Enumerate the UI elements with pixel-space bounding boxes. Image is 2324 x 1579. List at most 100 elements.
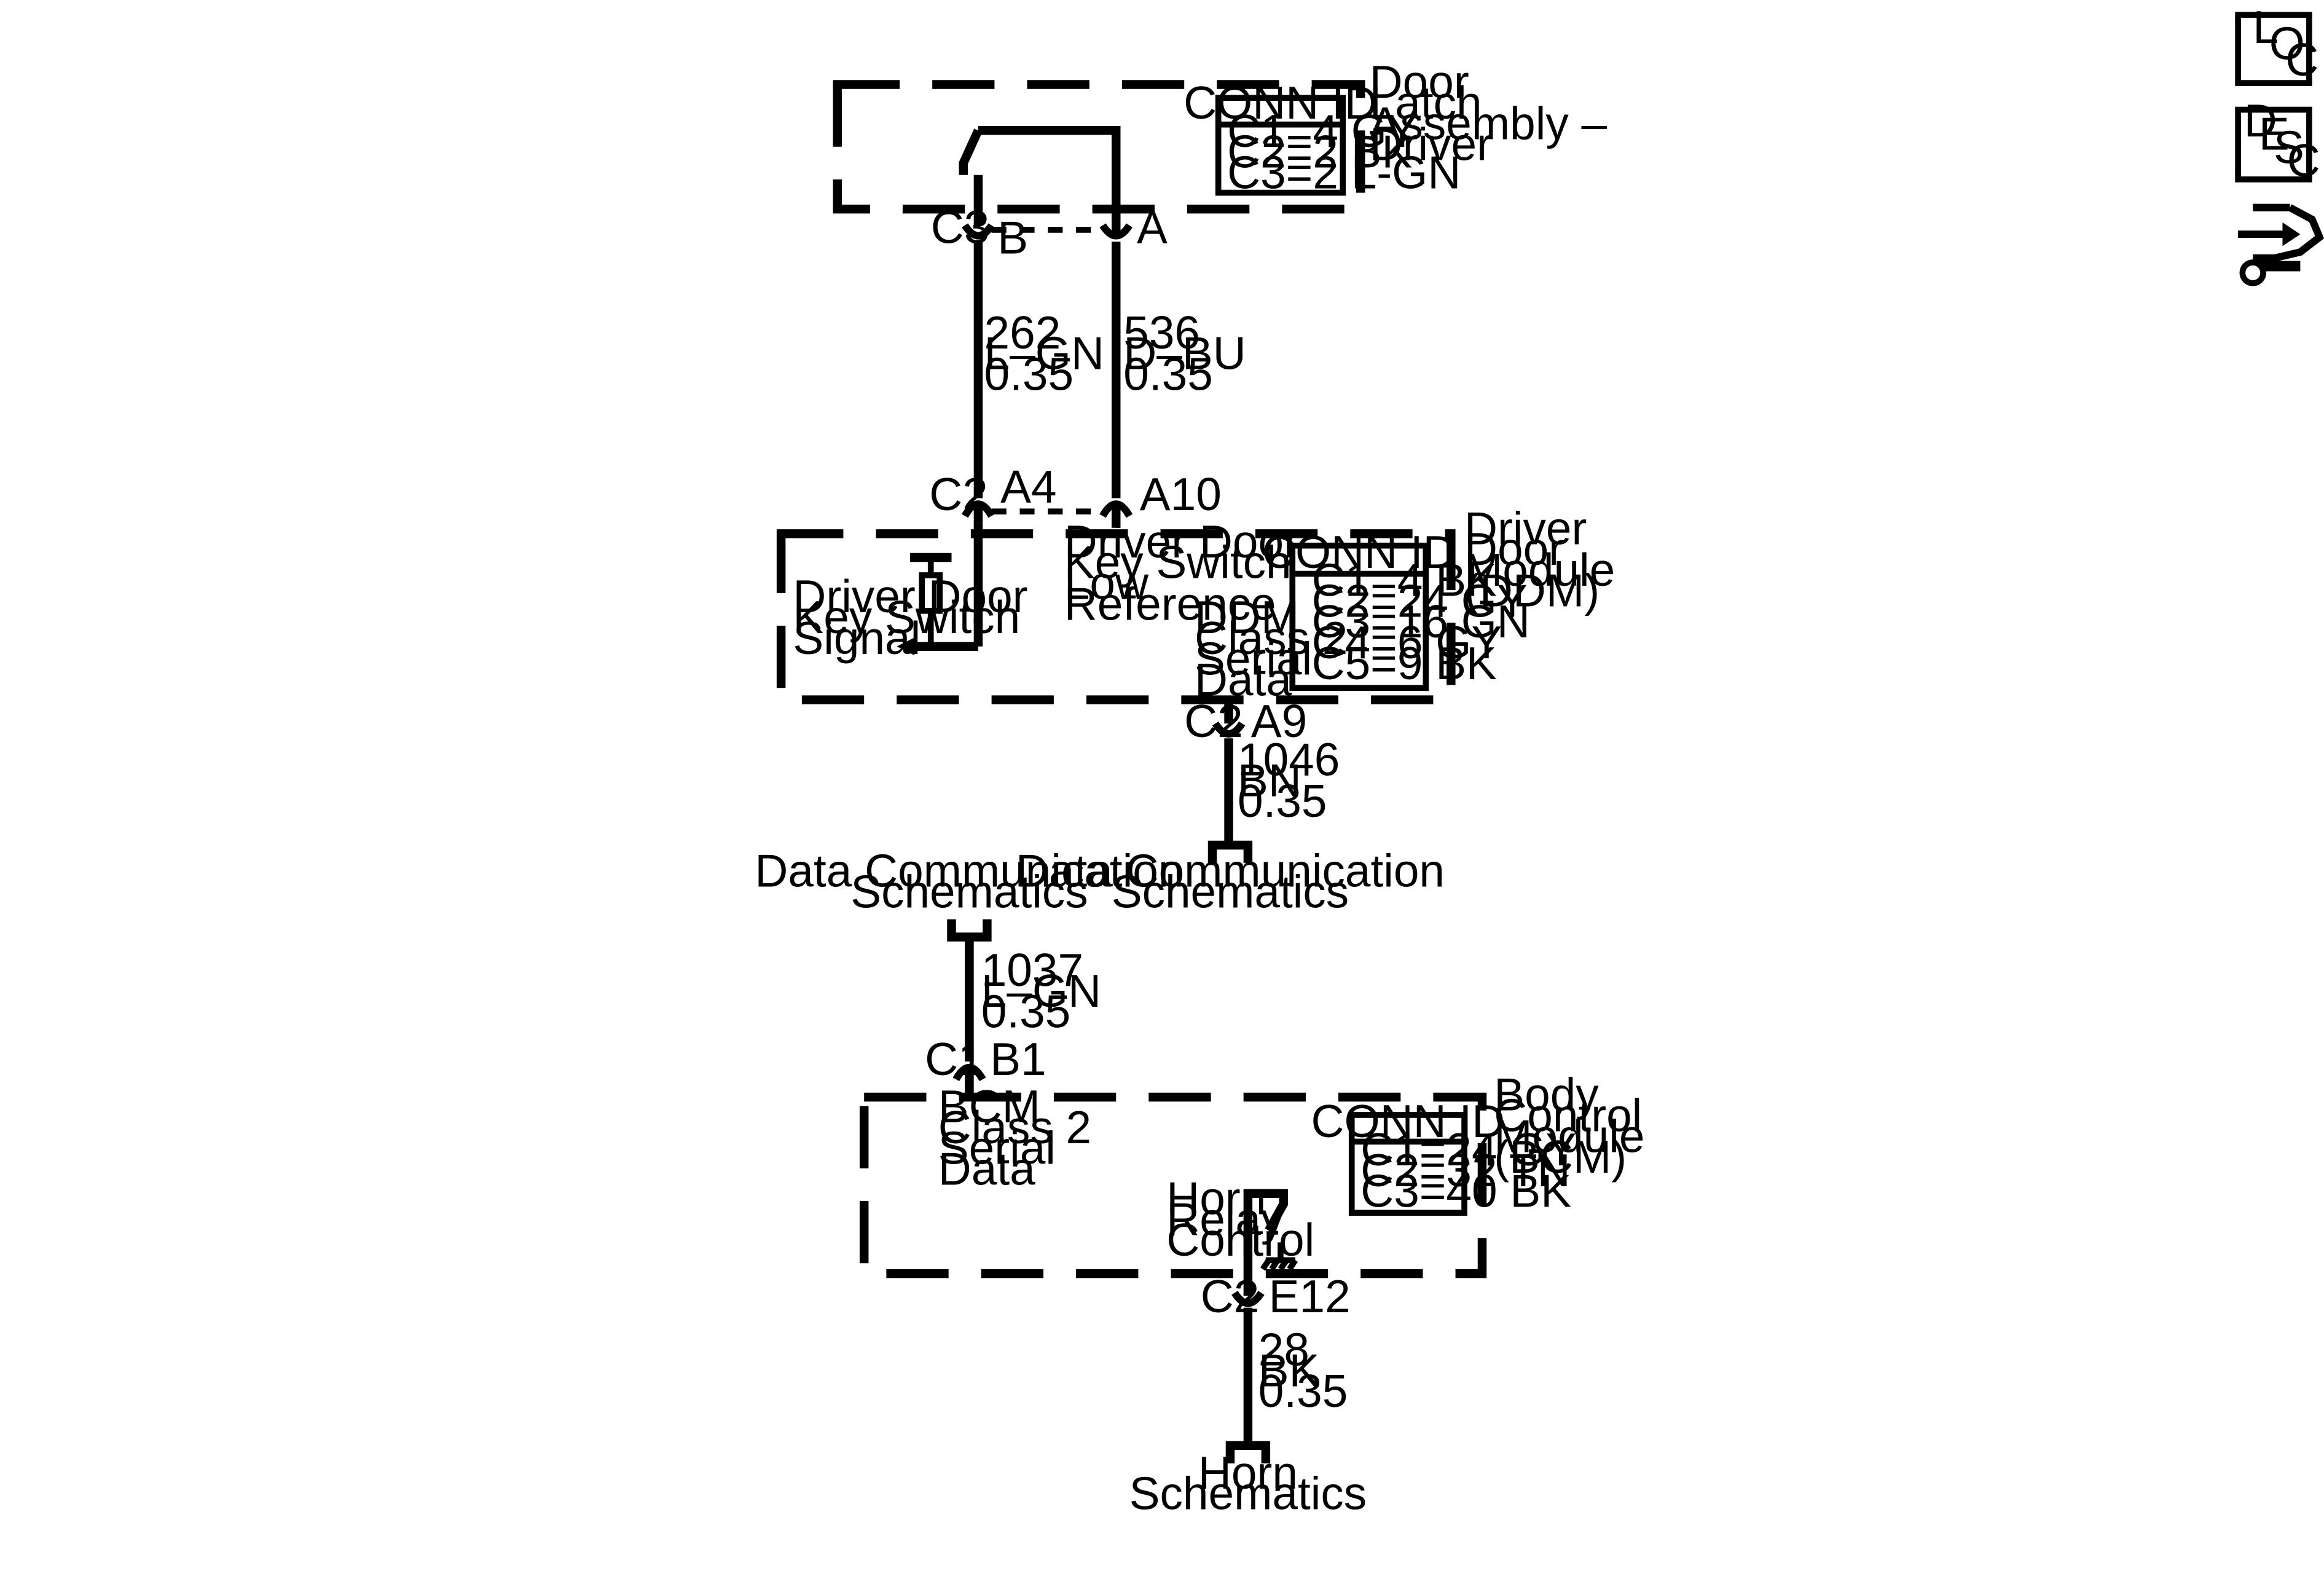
svg-text:Relay: Relay	[1166, 1193, 1284, 1245]
svg-text:Driver: Driver	[1464, 502, 1587, 554]
svg-text:D: D	[2244, 95, 2277, 146]
svg-text:D–BU: D–BU	[1123, 328, 1246, 379]
driver-door-module: Driver Door Key Switch Signal Driver Doo…	[776, 502, 1615, 705]
svg-text:O: O	[2269, 17, 2305, 69]
svg-text:BCM: BCM	[938, 1081, 1040, 1132]
svg-text:E: E	[2259, 108, 2290, 160]
conn-id-title: CONN ID	[1184, 77, 1378, 128]
svg-text:L: L	[2253, 1, 2279, 53]
conn-id-row: C4=6 GY	[1312, 616, 1502, 668]
svg-text:1037: 1037	[981, 944, 1083, 996]
svg-text:Latch: Latch	[1370, 77, 1482, 128]
conn-id-row: C3=2 L-GN	[1227, 146, 1461, 198]
horn-schematics-reference[interactable]: Horn Schematics	[1129, 1441, 1367, 1519]
pin-b	[962, 223, 995, 240]
wire-262: 262 L–GN 0.35	[973, 242, 1104, 498]
svg-text:C: C	[2285, 34, 2318, 85]
wire-1046: 1046 BN 0.35	[1224, 734, 1340, 845]
svg-text:Low: Low	[1064, 557, 1149, 609]
desc-button[interactable]: D E S C	[2235, 95, 2320, 186]
svg-text:536: 536	[1123, 307, 1200, 358]
bcm-connector-c2: C2 E12	[1201, 1270, 1351, 1322]
svg-text:L–GN: L–GN	[984, 328, 1104, 379]
svg-text:Horn: Horn	[1198, 1447, 1298, 1498]
pin-b1	[952, 1063, 986, 1082]
connector-label: C2	[929, 468, 988, 520]
conn-id-row: C3=40 BK	[1360, 1165, 1571, 1217]
svg-text:0.35: 0.35	[1123, 348, 1213, 400]
data-communication-reference-left[interactable]: Data Communication Schematics	[755, 845, 1184, 942]
loc-icon	[2235, 12, 2312, 86]
svg-text:1046: 1046	[1238, 734, 1340, 786]
desc-icon	[2235, 106, 2312, 183]
svg-text:28: 28	[1258, 1324, 1309, 1376]
door-latch-name: Door Latch Assembly – Driver	[1370, 56, 1608, 170]
connector-label: C2	[1184, 695, 1243, 747]
bcm-boundary	[859, 1092, 1487, 1278]
conn-id-title: CONN ID	[1262, 526, 1456, 578]
latch-connector-c3: C3 B A	[931, 175, 1168, 263]
svg-text:0.35: 0.35	[1258, 1365, 1348, 1417]
conn-id-title: CONN ID	[1311, 1095, 1505, 1147]
svg-text:Data: Data	[1195, 653, 1292, 705]
bcm-name: Body Control Module (BCM)	[1494, 1069, 1644, 1183]
svg-text:Schematics: Schematics	[1129, 1468, 1367, 1519]
pin-label: B	[997, 211, 1028, 263]
svg-text:Key Switch: Key Switch	[1064, 537, 1292, 588]
svg-text:Driver Door: Driver Door	[793, 570, 1027, 622]
pin-a9	[1212, 721, 1246, 738]
pin-label: A	[1137, 202, 1168, 253]
pin-label: A10	[1140, 468, 1222, 520]
connector-label: C1	[925, 1033, 984, 1085]
svg-text:L–GN: L–GN	[981, 965, 1101, 1017]
conn-id-row: C3=16 GN	[1312, 596, 1530, 647]
svg-text:S: S	[2274, 121, 2304, 173]
svg-text:Door: Door	[1370, 56, 1469, 108]
pin-label: A9	[1251, 695, 1307, 747]
conn-id-row: C1=4 GY	[1227, 105, 1418, 157]
reference-bracket-icon	[947, 919, 992, 942]
svg-text:Door: Door	[1464, 523, 1564, 575]
svg-text:0.35: 0.35	[984, 348, 1074, 400]
body-control-module: BCM Class 2 Serial Data Horn Relay Contr…	[859, 1069, 1644, 1296]
door-latch-boundary	[833, 80, 1365, 214]
conn-id-row: C2=24 GY	[1312, 575, 1528, 626]
wire-1037: 1037 L–GN 0.35	[965, 937, 1101, 1062]
svg-text:Module: Module	[1464, 544, 1615, 596]
wire-536: 536 D–BU 0.35	[1111, 242, 1246, 498]
ground-icon	[1287, 1258, 1298, 1271]
svg-text:Key Switch: Key Switch	[793, 591, 1020, 643]
wire-28: 28 BK 0.35	[1243, 1307, 1348, 1446]
horn-relay-driver-switch	[1243, 1189, 1298, 1296]
ddm-connector-c2-top: C2 A4 A10	[929, 461, 1222, 528]
svg-text:(BCM): (BCM)	[1494, 1131, 1627, 1183]
svg-text:0.35: 0.35	[981, 986, 1071, 1038]
conn-id-row: C1=4 BK	[1312, 554, 1497, 606]
svg-text:Body: Body	[1494, 1069, 1599, 1120]
svg-text:DDM: DDM	[1195, 591, 1299, 643]
reference-bracket-icon	[1207, 840, 1253, 863]
ddm-conn-id-table: CONN ID C1=4 BK C2=24 GY C3=16 GN C4=6 G…	[1262, 526, 1530, 691]
bcm-conn-id-table: CONN ID C1=24 GY C2=32 TN C3=40 BK	[1311, 1095, 1577, 1216]
door-latch-conn-id-table: CONN ID C1=4 GY C2=2 BK C3=2 L-GN	[1184, 77, 1461, 198]
svg-text:BN: BN	[1238, 754, 1301, 806]
svg-text:Signal: Signal	[793, 612, 921, 664]
pin-a10	[1099, 500, 1133, 518]
pin-label: A4	[1000, 461, 1056, 513]
bcm-connector-c1: C1 B1	[925, 1033, 1046, 1095]
svg-text:Class 2: Class 2	[1195, 612, 1348, 664]
connector-end-view-button[interactable]	[2238, 203, 2324, 286]
svg-text:Schematics: Schematics	[850, 865, 1088, 917]
svg-text:Control: Control	[1166, 1214, 1314, 1266]
svg-text:Serial: Serial	[938, 1122, 1056, 1174]
key-switch-signal-label: Driver Door Key Switch Signal	[793, 570, 1027, 664]
ddm-boundary	[776, 529, 1456, 704]
ddm-connector-c2-bottom: C2 A9	[1184, 695, 1307, 747]
reference-bracket-icon	[1225, 1441, 1271, 1463]
svg-text:C: C	[2287, 135, 2320, 186]
data-communication-reference-right[interactable]: Data Communication Schematics	[1016, 840, 1445, 917]
svg-text:Module: Module	[1494, 1110, 1644, 1162]
loc-button[interactable]: L O C	[2235, 1, 2318, 86]
pin-label: E12	[1269, 1270, 1351, 1322]
